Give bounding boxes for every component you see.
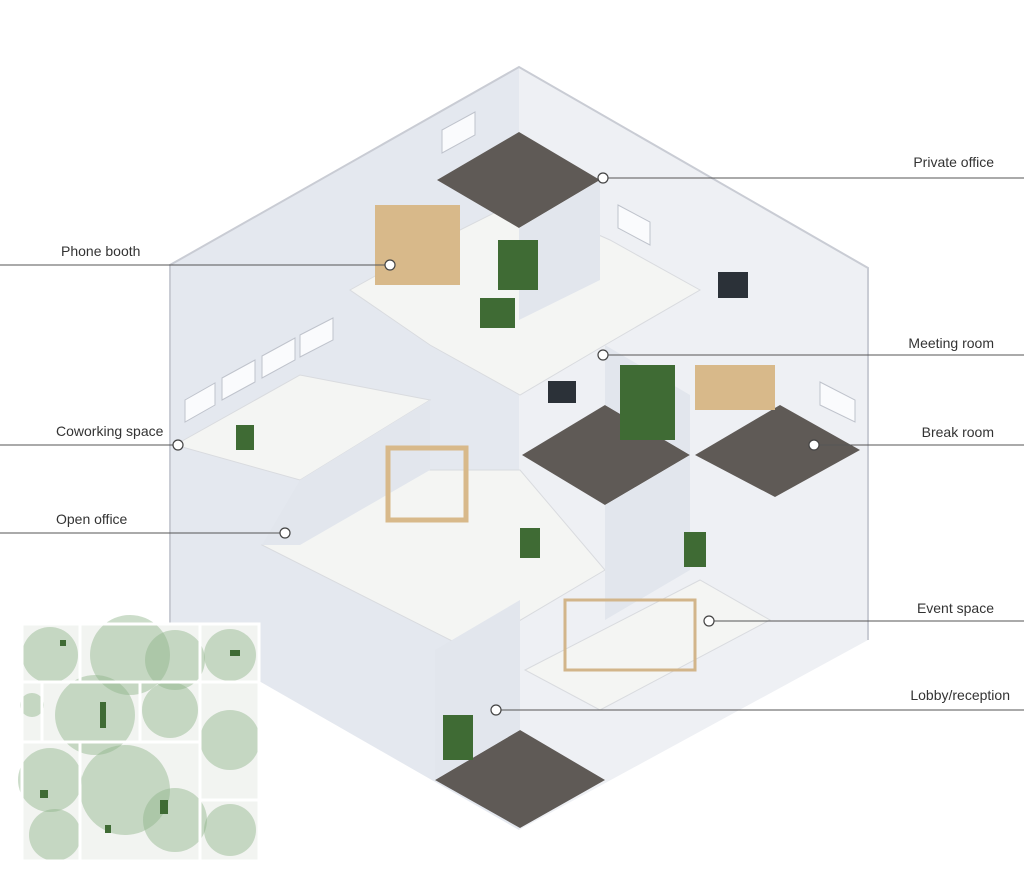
break-room-floor bbox=[695, 405, 860, 497]
event-floor bbox=[523, 579, 772, 711]
label-open-office: Open office bbox=[56, 511, 128, 527]
floor-plan-thumbnail bbox=[18, 615, 261, 863]
label-lobby-reception: Lobby/reception bbox=[910, 687, 1010, 703]
lobby-floor bbox=[435, 730, 605, 828]
label-phone-booth: Phone booth bbox=[61, 243, 140, 259]
meeting-room-floor bbox=[522, 405, 690, 505]
label-coworking-space: Coworking space bbox=[56, 423, 164, 439]
windows bbox=[184, 111, 856, 423]
plant-walls bbox=[236, 240, 706, 760]
leader-dots bbox=[172, 172, 820, 716]
label-meeting-room: Meeting room bbox=[908, 335, 994, 351]
label-break-room: Break room bbox=[922, 424, 994, 440]
furniture bbox=[375, 205, 775, 672]
wall-outline bbox=[169, 65, 869, 640]
screens bbox=[548, 272, 748, 403]
dark-floors bbox=[435, 132, 860, 828]
label-event-space: Event space bbox=[917, 600, 994, 616]
private-office-floor bbox=[437, 132, 600, 228]
label-private-office: Private office bbox=[913, 154, 994, 170]
